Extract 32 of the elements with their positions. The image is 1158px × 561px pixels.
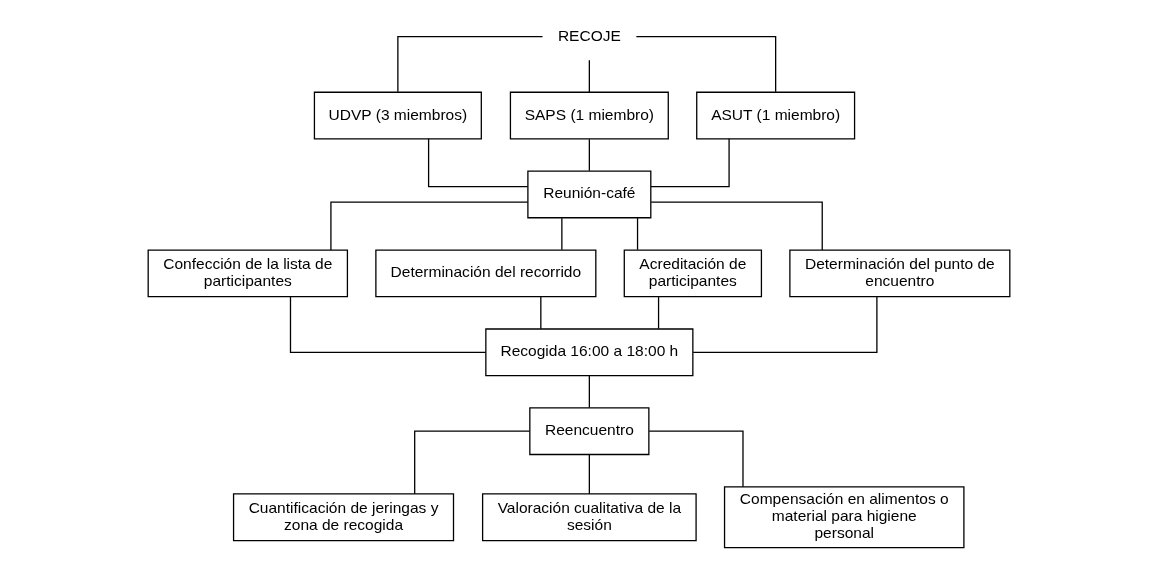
connector xyxy=(648,430,744,488)
node-box: ASUT (1 miembro) xyxy=(696,91,856,140)
connector xyxy=(588,59,590,93)
node-box: Determinación del punto de encuentro xyxy=(789,249,1011,298)
connector xyxy=(650,201,823,251)
node-box: Recogida 16:00 a 18:00 h xyxy=(485,328,694,377)
node-box: SAPS (1 miembro) xyxy=(509,91,669,140)
connector xyxy=(561,217,563,251)
node-box: Confección de la lista de participantes xyxy=(147,249,349,298)
node-box: UDVP (3 miembros) xyxy=(313,91,482,140)
connector xyxy=(657,296,660,330)
node-box: Determinación del recorrido xyxy=(375,249,597,298)
connector xyxy=(330,201,529,251)
node-box: Valoración cualitativa de la sesión xyxy=(481,493,697,542)
connector xyxy=(636,217,639,251)
connector xyxy=(650,138,730,188)
connector xyxy=(588,375,590,409)
connector xyxy=(289,296,487,353)
connector xyxy=(397,35,544,93)
connector xyxy=(692,296,878,353)
connector xyxy=(540,296,542,330)
connector xyxy=(588,454,590,495)
node-box: Cuantificación de jeringas y zona de recogida xyxy=(232,493,455,542)
node-box: Acreditación de participantes xyxy=(623,249,763,298)
node-box: Reencuentro xyxy=(529,407,650,456)
node-text: RECOJE xyxy=(557,26,621,44)
connector xyxy=(588,138,590,172)
connector xyxy=(427,138,529,188)
node-box: Reunión-café xyxy=(527,170,652,219)
node-box: Compensación en alimentos o material para higiene personal xyxy=(723,486,965,549)
connector xyxy=(414,430,531,495)
connector xyxy=(635,35,777,93)
